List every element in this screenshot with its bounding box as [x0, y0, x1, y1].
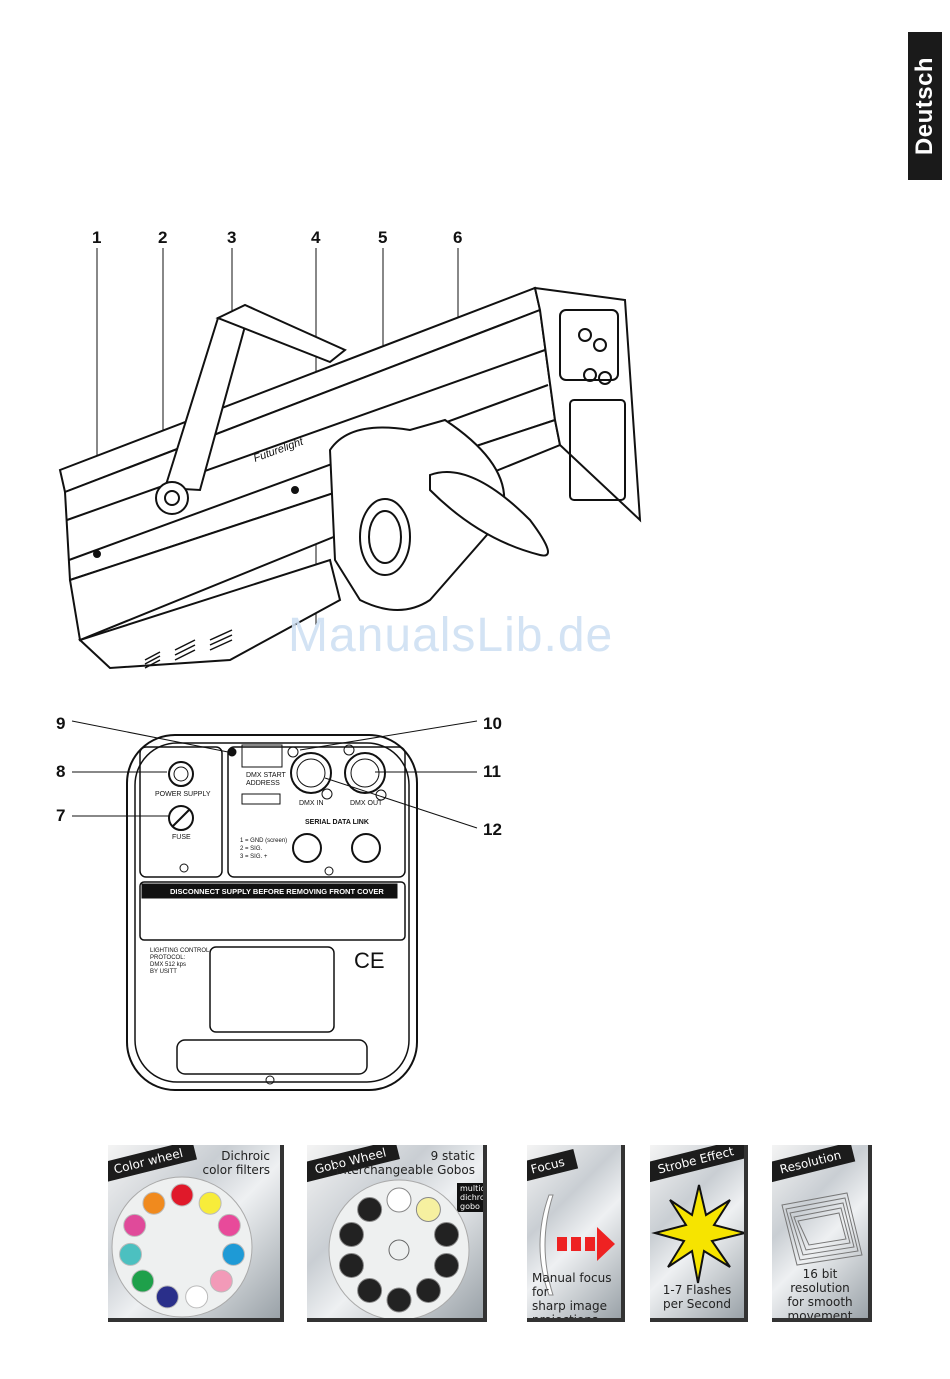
feature-desc-line: interchangeable Gobos [335, 1163, 475, 1177]
focus-icon [539, 1194, 615, 1296]
color-filter-dot [198, 1191, 222, 1215]
callout-10: 10 [483, 714, 502, 733]
dmx-in-label: DMX IN [299, 800, 324, 807]
gobo-slot [357, 1277, 383, 1303]
language-tab: Deutsch [908, 32, 942, 180]
resolution-icon [781, 1192, 863, 1266]
color-filter-dot [221, 1242, 245, 1266]
feature-strobe: Strobe Effect 1-7 Flashes per Second [650, 1145, 748, 1322]
color-filter-dot [123, 1213, 147, 1237]
lighting-line4: BY USITT [150, 969, 177, 975]
dmx-out-label: DMX OUT [350, 800, 383, 807]
callout-12: 12 [483, 820, 502, 839]
dmx-start-label: DMX START [246, 772, 287, 779]
watermark: ManualsLib.de [288, 609, 614, 662]
serial-label: SERIAL DATA LINK [305, 819, 369, 826]
rear-panel: POWER SUPPLY FUSE DMX START ADDRESS DMX … [71, 720, 478, 1091]
feature-desc-line: Dichroic [221, 1149, 270, 1163]
gobo-slot [338, 1222, 364, 1248]
fuse-label: FUSE [172, 834, 191, 841]
gobo-wheel-icon [328, 1179, 470, 1318]
gobo-slot [386, 1187, 412, 1213]
power-supply-label: POWER SUPPLY [155, 791, 211, 798]
multicolor-label: multicolordichroic gobo [457, 1183, 483, 1212]
feature-desc-line: 9 static [430, 1149, 475, 1163]
lighting-line1: LIGHTING CONTROL [150, 948, 210, 954]
gobo-slot [434, 1222, 460, 1248]
callout-9: 9 [56, 714, 66, 733]
gobo-slot [386, 1287, 412, 1313]
callout-11: 11 [483, 762, 501, 781]
color-filter-dot [170, 1183, 194, 1207]
gobo-slot [434, 1252, 460, 1278]
feature-color-wheel: Color wheel Dichroic color filters [108, 1145, 284, 1322]
feature-desc-line: color filters [202, 1163, 270, 1177]
callout-5: 5 [378, 228, 388, 247]
color-filter-dot [119, 1242, 143, 1266]
feature-desc-line: per Second [663, 1297, 731, 1311]
gobo-slot [415, 1277, 441, 1303]
warning-label: DISCONNECT SUPPLY BEFORE REMOVING FRONT … [170, 887, 384, 896]
feature-desc-line: Manual focus for [532, 1271, 612, 1299]
pin2-label: 2 = SIG. [240, 846, 263, 852]
feature-desc-line: for smooth [787, 1295, 853, 1309]
callout-3: 3 [227, 228, 237, 247]
lighting-line2: PROTOCOL: [150, 955, 186, 961]
feature-desc-line: projections [532, 1313, 599, 1322]
callout-6: 6 [453, 228, 463, 247]
gobo-slot [338, 1252, 364, 1278]
callout-7: 7 [56, 806, 66, 825]
color-filter-dot [217, 1213, 241, 1237]
gobo-slot [415, 1197, 441, 1223]
color-filter-dot [131, 1269, 155, 1293]
dmx-address-label: ADDRESS [246, 780, 280, 787]
ce-mark: CE [354, 948, 385, 973]
callout-4: 4 [311, 228, 321, 247]
color-filter-dot [185, 1285, 209, 1309]
lighting-line3: DMX 512 kps [150, 962, 186, 968]
color-filter-dot [155, 1285, 179, 1309]
callout-2: 2 [158, 228, 168, 247]
fixture-drawing: Futurelight [58, 248, 642, 670]
callout-8: 8 [56, 762, 66, 781]
strobe-icon [651, 1184, 744, 1284]
callout-1: 1 [92, 228, 102, 247]
feature-gobo-wheel: Gobo Wheel 9 static interchangeable Gobo… [307, 1145, 487, 1322]
feature-desc-line: 16 bit resolution [790, 1267, 850, 1295]
feature-focus: Focus Manual focus for sharp image proje… [527, 1145, 625, 1322]
feature-desc-line: movement [787, 1309, 853, 1322]
pin1-label: 1 = GND (screen) [240, 838, 287, 844]
color-wheel-icon [111, 1176, 253, 1318]
gobo-slot [357, 1197, 383, 1223]
pin3-label: 3 = SIG. + [240, 854, 268, 860]
feature-desc-line: sharp image [532, 1299, 607, 1313]
color-filter-dot [142, 1191, 166, 1215]
feature-desc-line: 1-7 Flashes [662, 1283, 732, 1297]
feature-resolution: Resolution 16 bit resolution for smooth … [772, 1145, 872, 1322]
color-filter-dot [209, 1269, 233, 1293]
gobo-hub [388, 1239, 410, 1261]
